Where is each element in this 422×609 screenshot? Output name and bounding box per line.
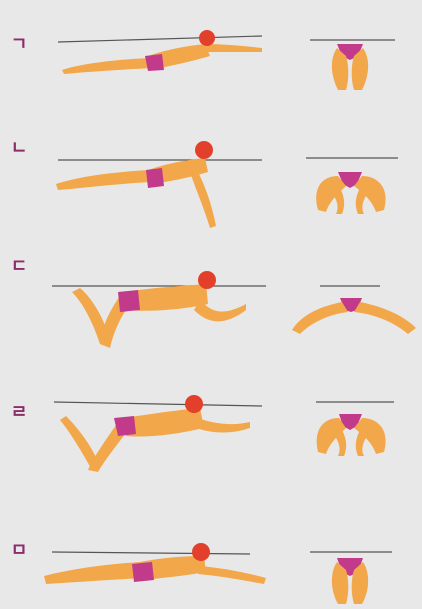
water-line [54,402,262,406]
swim-cap [198,271,216,289]
side-view-step-2 [56,141,262,228]
swimmer-legs [60,416,100,470]
side-view-step-4 [54,395,262,472]
water-line [58,36,262,42]
front-view-step-5 [310,552,392,604]
swimsuit [132,562,154,582]
front-view-step-2 [306,158,398,214]
swimmer-legs [56,170,150,190]
swimsuit [118,290,140,312]
swimmer-arm [194,300,246,321]
swimmer-shin [72,288,110,344]
swimsuit [146,168,164,188]
side-view-step-1 [58,30,262,74]
swimmer-arm [190,168,216,228]
side-view-step-5 [44,543,266,584]
side-view-step-3 [52,271,266,348]
swimmer-legs [292,302,348,334]
swim-cap [195,141,213,159]
front-view-step-3 [292,286,416,334]
swimmer-legs [354,302,416,334]
swimsuit [145,54,164,71]
front-view-step-4 [316,402,394,456]
swimmer-feet [330,188,344,214]
swimmer-arms [205,44,262,52]
swimmer-legs [44,562,142,584]
swimmer-feet [356,188,370,214]
swimmer-arms [198,566,266,584]
water-line [52,552,250,554]
swim-cap [199,30,215,46]
front-view-step-1 [310,40,395,90]
swimmer-feet [332,430,346,456]
swimmer-feet [356,430,370,456]
swim-cap [185,395,203,413]
swimmer-legs [62,58,152,74]
swimmer-arm [196,418,250,433]
swim-cap [192,543,210,561]
